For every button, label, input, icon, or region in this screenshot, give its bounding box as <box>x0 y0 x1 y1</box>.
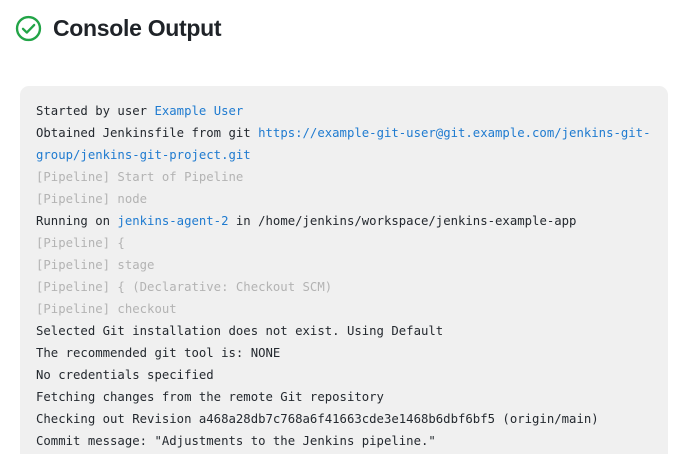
console-log-text: in /home/jenkins/workspace/jenkins-examp… <box>228 214 577 228</box>
console-log-text: Running on <box>36 214 118 228</box>
console-log-line: [Pipeline] checkout <box>36 298 652 320</box>
console-log-line: Started by user Example User <box>36 100 652 122</box>
console-log-link[interactable]: https://example-git-user@git.example.com… <box>36 126 651 162</box>
check-circle-icon <box>15 15 42 41</box>
console-log-line: [Pipeline] Start of Pipeline <box>36 166 652 188</box>
console-log-link[interactable]: jenkins-agent-2 <box>117 214 229 228</box>
console-log-text: [Pipeline] node <box>36 192 148 206</box>
console-log-text: Checking out Revision a468a28db7c768a6f4… <box>36 412 599 426</box>
console-log-line: No credentials specified <box>36 364 652 386</box>
console-log-line: Running on jenkins-agent-2 in /home/jenk… <box>36 210 652 232</box>
page-title: Console Output <box>53 14 222 41</box>
console-log-text: [Pipeline] Start of Pipeline <box>36 170 244 184</box>
console-log-text: No credentials specified <box>36 368 214 382</box>
console-log-text: Started by user <box>36 104 155 118</box>
console-log-line: Selected Git installation does not exist… <box>36 320 652 342</box>
console-log-text: [Pipeline] checkout <box>36 302 177 316</box>
console-log-line: [Pipeline] { <box>36 232 652 254</box>
console-log-text: Obtained Jenkinsfile from git <box>36 126 259 140</box>
console-log-text: The recommended git tool is: NONE <box>36 346 281 360</box>
console-log-line: Obtained Jenkinsfile from git https://ex… <box>36 122 652 166</box>
console-log-text: Fetching changes from the remote Git rep… <box>36 390 384 404</box>
console-log-text: [Pipeline] { (Declarative: Checkout SCM) <box>36 280 333 294</box>
console-log-line: Checking out Revision a468a28db7c768a6f4… <box>36 408 652 430</box>
console-log-text: Commit message: "Adjustments to the Jenk… <box>36 434 436 448</box>
console-log-text: [Pipeline] stage <box>36 258 155 272</box>
console-log-line: Commit message: "Adjustments to the Jenk… <box>36 430 652 452</box>
console-log-line: The recommended git tool is: NONE <box>36 342 652 364</box>
console-log-line: [Pipeline] stage <box>36 254 652 276</box>
console-log-line: [Pipeline] { (Declarative: Checkout SCM) <box>36 276 652 298</box>
console-log-line: [Pipeline] node <box>36 188 652 210</box>
console-log-text: [Pipeline] { <box>36 236 125 250</box>
console-log-link[interactable]: Example User <box>154 104 244 118</box>
page-header: Console Output <box>15 13 222 43</box>
console-log-text: Selected Git installation does not exist… <box>36 324 444 338</box>
console-log-line: Fetching changes from the remote Git rep… <box>36 386 652 408</box>
